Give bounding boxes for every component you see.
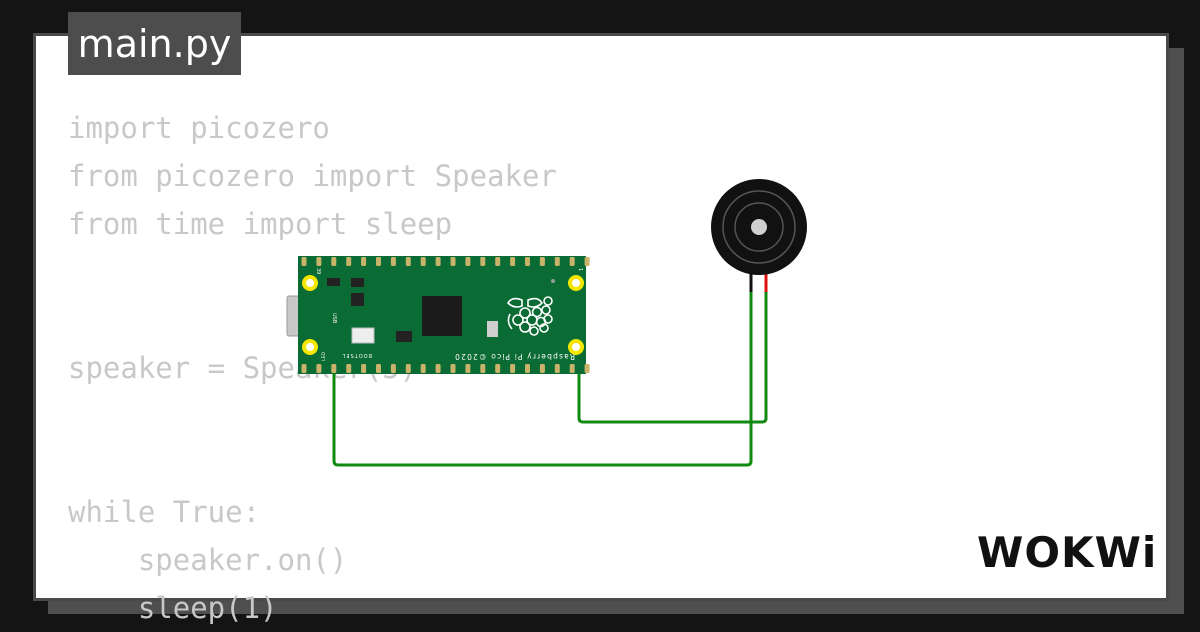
header-pin[interactable] bbox=[584, 257, 590, 266]
header-pin[interactable] bbox=[465, 364, 471, 373]
preview-card: import picozero from picozero import Spea… bbox=[33, 33, 1169, 625]
header-pin[interactable] bbox=[316, 257, 322, 266]
header-pin[interactable] bbox=[584, 364, 590, 373]
led-label: LED bbox=[321, 352, 327, 361]
bootsel-label: BOOTSEL bbox=[342, 352, 372, 358]
header-pin[interactable] bbox=[420, 364, 426, 373]
file-tab-main-py[interactable]: main.py bbox=[68, 12, 241, 75]
header-pin[interactable] bbox=[316, 364, 322, 373]
header-pin[interactable] bbox=[435, 364, 441, 373]
header-pin[interactable] bbox=[510, 364, 516, 373]
header-pin[interactable] bbox=[480, 364, 486, 373]
header-pin[interactable] bbox=[495, 257, 501, 266]
code-editor: import picozero from picozero import Spea… bbox=[68, 104, 557, 632]
header-pin[interactable] bbox=[569, 364, 575, 373]
raspberry-pi-pico-board[interactable]: Raspberry Pi Pico ©2020 BOOTSEL USB LED … bbox=[286, 256, 590, 374]
buzzer-center bbox=[751, 219, 767, 235]
header-pin[interactable] bbox=[450, 364, 456, 373]
header-pins-bottom bbox=[301, 364, 590, 373]
header-pin[interactable] bbox=[435, 257, 441, 266]
header-pin[interactable] bbox=[450, 257, 456, 266]
header-pin[interactable] bbox=[480, 257, 486, 266]
header-pin[interactable] bbox=[376, 364, 381, 373]
wire-pin-to-buzzer-positive[interactable] bbox=[577, 290, 768, 424]
header-pin[interactable] bbox=[405, 364, 411, 373]
header-pin[interactable] bbox=[405, 257, 411, 266]
header-pin[interactable] bbox=[361, 257, 367, 266]
header-pin[interactable] bbox=[539, 364, 545, 373]
header-pin[interactable] bbox=[569, 257, 575, 266]
bootsel-button[interactable] bbox=[351, 327, 375, 344]
code-line: speaker.on() bbox=[68, 543, 348, 577]
header-pin[interactable] bbox=[420, 257, 426, 266]
header-pin[interactable] bbox=[525, 257, 530, 266]
code-line: while True: bbox=[68, 495, 261, 529]
wokwi-logo: WOKWi bbox=[977, 528, 1156, 577]
piezo-buzzer[interactable] bbox=[711, 179, 807, 292]
pin-number-label: 1 bbox=[577, 268, 583, 271]
pin-number-label: 39 bbox=[315, 268, 321, 274]
header-pin[interactable] bbox=[346, 257, 352, 266]
header-pin[interactable] bbox=[301, 257, 307, 266]
code-line: from time import sleep bbox=[68, 207, 453, 241]
header-pins-top bbox=[301, 257, 590, 266]
raspberry-pi-logo-icon bbox=[507, 296, 553, 336]
header-pin[interactable] bbox=[390, 257, 396, 266]
header-pin[interactable] bbox=[331, 364, 337, 373]
board-name-label: Raspberry Pi Pico ©2020 bbox=[454, 352, 575, 361]
code-line: from picozero import Speaker bbox=[68, 159, 557, 193]
header-pin[interactable] bbox=[361, 364, 367, 373]
header-pin[interactable] bbox=[554, 364, 560, 373]
wire-gnd-to-buzzer-negative[interactable] bbox=[332, 290, 753, 467]
header-pin[interactable] bbox=[525, 364, 530, 373]
header-pin[interactable] bbox=[510, 257, 516, 266]
code-line: import picozero bbox=[68, 111, 330, 145]
header-pin[interactable] bbox=[539, 257, 545, 266]
rp2040-chip bbox=[422, 296, 462, 336]
header-pin[interactable] bbox=[331, 257, 337, 266]
header-pin[interactable] bbox=[390, 364, 396, 373]
header-pin[interactable] bbox=[495, 364, 501, 373]
header-pin[interactable] bbox=[376, 257, 381, 266]
code-line: sleep(1) bbox=[68, 591, 278, 625]
header-pin[interactable] bbox=[346, 364, 352, 373]
header-pin[interactable] bbox=[465, 257, 471, 266]
header-pin[interactable] bbox=[554, 257, 560, 266]
wokwi-logo-text: WOKWi bbox=[977, 528, 1157, 577]
usb-label: USB bbox=[331, 313, 337, 324]
header-pin[interactable] bbox=[301, 364, 307, 373]
